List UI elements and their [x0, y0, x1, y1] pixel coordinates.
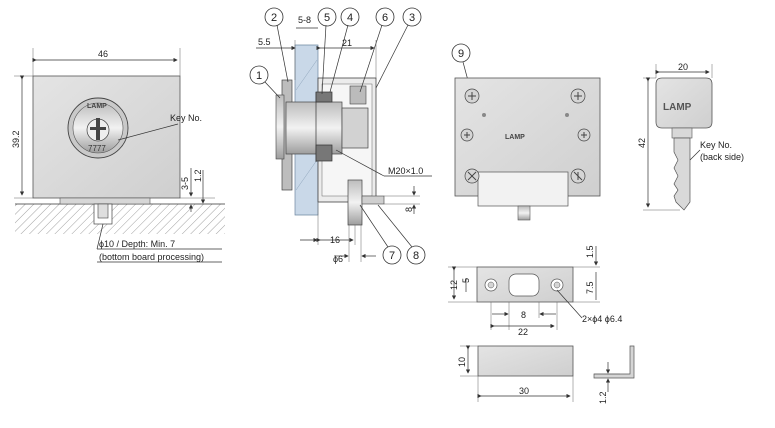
front-view: 46 39.2 LAMP 7777 Key No. 3-5 1.2 ϕ: [11, 48, 225, 263]
cam: [341, 107, 369, 149]
bracket-profile: [593, 345, 635, 379]
callout-8: 8: [413, 250, 419, 262]
thread-label: M20×1.0: [388, 166, 423, 176]
dim-8-side: 8: [404, 207, 414, 212]
strike-dim-7-5: 7.5: [585, 281, 595, 294]
callout-9: 9: [458, 48, 464, 60]
back-view: 9 LAMP: [451, 43, 601, 221]
hole-note-2: (bottom board processing): [99, 252, 204, 262]
strike-dim-1-5: 1.5: [585, 245, 595, 258]
width-dim: 46: [98, 49, 108, 59]
strike-hole-note: 2×ϕ4 ϕ6.4: [582, 314, 622, 324]
dim-5-8: 5-8: [298, 15, 311, 25]
bolt-side: [347, 179, 363, 226]
callout-7: 7: [389, 250, 395, 262]
key-view: 20 LAMP 42 Key No. (back side): [637, 62, 744, 211]
dim-phi6: ϕ6: [333, 254, 343, 264]
key-blade: [673, 137, 691, 211]
key-note-1: Key No.: [700, 140, 732, 150]
front-brand-mark: LAMP: [87, 103, 107, 110]
callout-3: 3: [409, 12, 415, 24]
callout-5: 5: [324, 12, 330, 24]
callout-4: 4: [347, 12, 353, 24]
bolt-housing: [477, 171, 569, 207]
callout-6: 6: [382, 12, 388, 24]
offset-dim-1: 3-5: [180, 177, 190, 190]
strike-slot: [508, 273, 540, 297]
bracket-dim-10: 10: [457, 357, 467, 367]
strike-plate-view: 12 5 1.5 7.5 8 22 2×ϕ4 ϕ6.4: [448, 245, 622, 337]
strike-dim-5: 5: [461, 278, 471, 283]
callout-1: 1: [256, 70, 262, 82]
key-width-dim: 20: [678, 62, 688, 72]
key-number-text: 7777: [88, 144, 106, 153]
strike-dim-22: 22: [518, 327, 528, 337]
cylinder-section: [285, 101, 343, 155]
back-brand-mark: LAMP: [505, 134, 525, 141]
bracket-dim-30: 30: [519, 386, 529, 396]
key-head: [655, 77, 713, 129]
bracket-dim-1-2: 1.2: [598, 391, 608, 404]
key-no-label: Key No.: [170, 113, 202, 123]
callout-2: 2: [271, 12, 277, 24]
dim-5-5: 5.5: [258, 37, 271, 47]
hole-note-1: ϕ10 / Depth: Min. 7: [99, 239, 175, 249]
offset-dim-2: 1.2: [193, 169, 203, 182]
side-view: 1 2 3 4 5 6 7 8 5-8 5.5: [249, 7, 432, 265]
screw-group: [460, 88, 591, 184]
bracket-plate: [477, 345, 574, 377]
strike-dim-12: 12: [449, 280, 459, 290]
strike-dim-8: 8: [521, 310, 526, 320]
height-dim: 39.2: [11, 130, 21, 148]
key-length-dim: 42: [637, 138, 647, 148]
key-brand-mark: LAMP: [663, 102, 692, 113]
callout-group: 1 2 3 4 5 6 7 8: [249, 7, 426, 265]
floor-hatch: [15, 204, 225, 234]
dim-21: 21: [342, 38, 352, 48]
key-note-2: (back side): [700, 152, 744, 162]
dim-16: 16: [330, 235, 340, 245]
bracket-view: 10 30 1.2: [457, 345, 635, 404]
